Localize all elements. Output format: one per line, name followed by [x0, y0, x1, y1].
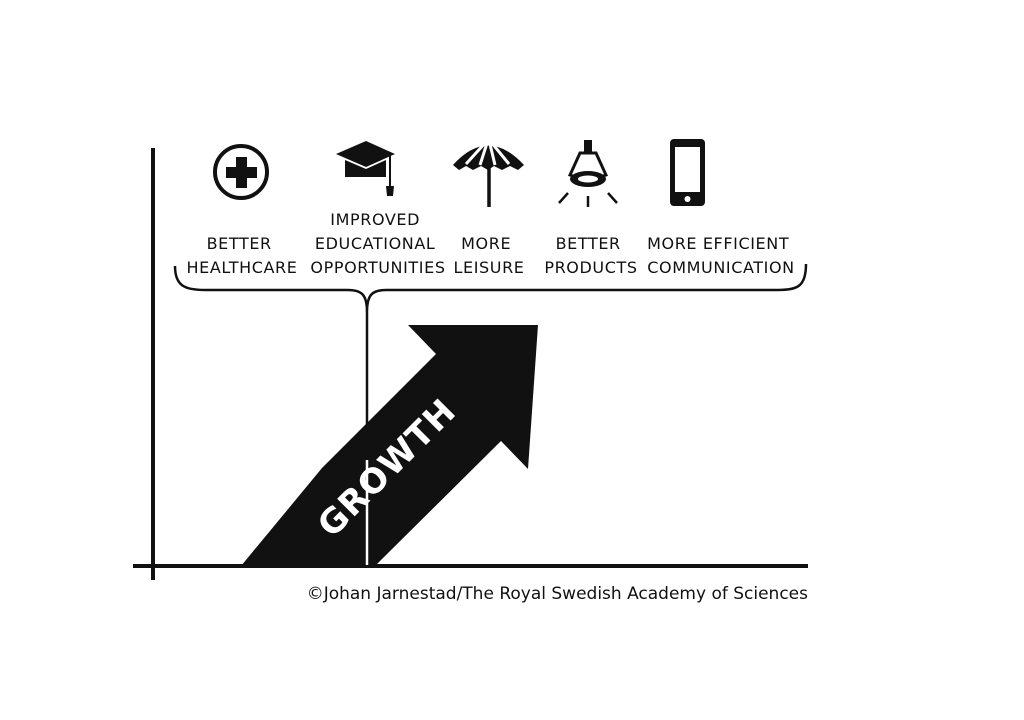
benefit-label-products: BETTER PRODUCTS [544, 234, 637, 277]
benefit-label-line: BETTER [207, 234, 272, 253]
growth-arrow [241, 325, 538, 566]
beach-umbrella-icon [453, 139, 524, 207]
medical-cross-icon [213, 144, 269, 200]
smartphone-icon [670, 139, 705, 206]
benefit-label-line: OPPORTUNITIES [310, 258, 445, 277]
benefit-label-line: PRODUCTS [544, 258, 637, 277]
benefit-label-communication: MORE EFFICIENT COMMUNICATION [647, 234, 795, 277]
benefit-label-line: EDUCATIONAL [315, 234, 436, 253]
benefit-label-line: BETTER [556, 234, 621, 253]
benefit-label-line: MORE [461, 234, 511, 253]
graduation-cap-icon [336, 141, 395, 196]
grouping-brace [173, 263, 808, 460]
benefit-label-line: COMMUNICATION [647, 258, 795, 277]
benefit-label-healthcare: BETTER HEALTHCARE [187, 234, 298, 277]
benefit-label-education: IMPROVED EDUCATIONAL OPPORTUNITIES [310, 210, 445, 277]
benefit-label-line: LEISURE [453, 258, 524, 277]
benefit-label-line: IMPROVED [330, 210, 420, 229]
benefit-label-line: MORE EFFICIENT [647, 234, 789, 253]
benefit-label-line: HEALTHCARE [187, 258, 298, 277]
credit-line: ©Johan Jarnestad/The Royal Swedish Acade… [307, 584, 808, 604]
light-bulb-icon [558, 140, 618, 207]
benefit-label-leisure: MORE LEISURE [453, 234, 524, 277]
